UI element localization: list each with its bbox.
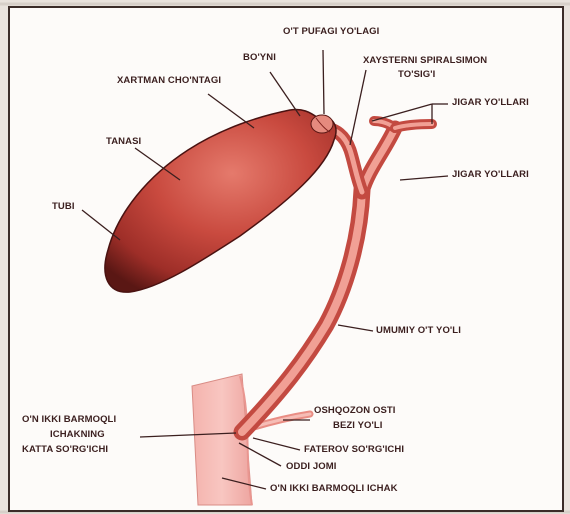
label-bladder-neck-duct: O'T PUFAGI YO'LAGI <box>283 26 379 38</box>
gallbladder-neck <box>311 115 333 133</box>
label-hepatic-ducts: JIGAR YO'LLARI <box>452 169 529 181</box>
label-pancreatic-duct-line2: BEZI YO'LI <box>333 420 383 432</box>
leader-neck <box>270 72 300 116</box>
leader-fundus <box>82 210 120 240</box>
label-body: TANASI <box>106 136 141 148</box>
leader-common-duct <box>338 325 373 331</box>
leader-hepatic <box>400 176 448 180</box>
label-duodenum: O'N IKKI BARMOQLI ICHAK <box>270 483 398 495</box>
leader-vater <box>253 438 300 450</box>
label-major-papilla-line1: O'N IKKI BARMOQLI <box>22 414 116 426</box>
leader-hartmann <box>208 94 254 128</box>
label-heister-line1: XAYSTERNI SPIRALSIMON <box>363 55 487 67</box>
label-fundus: TUBI <box>52 201 75 213</box>
label-vater-papilla: FATEROV SO'RG'ICHI <box>304 444 404 456</box>
label-major-papilla-line2: ICHAKNING <box>50 429 105 441</box>
label-common-sphincter: ODDI JOMI <box>286 461 337 473</box>
label-hartmann: XARTMAN CHO'NTAGI <box>117 75 221 87</box>
leader-bladder-neck-duct <box>323 50 324 114</box>
label-hepatic-ducts-top: JIGAR YO'LLARI <box>452 97 529 109</box>
label-neck: BO'YNI <box>243 52 276 64</box>
leader-hepatic-top <box>372 104 432 121</box>
label-common-bile-duct: UMUMIY O'T YO'LI <box>376 325 461 337</box>
label-major-papilla-line3: KATTA SO'RG'ICHI <box>22 444 108 456</box>
leader-heister <box>350 70 366 145</box>
label-heister-line2: TO'SIG'I <box>398 69 435 81</box>
label-pancreatic-duct-line1: OSHQOZON OSTI <box>314 405 396 417</box>
common-bile-duct <box>242 190 362 432</box>
